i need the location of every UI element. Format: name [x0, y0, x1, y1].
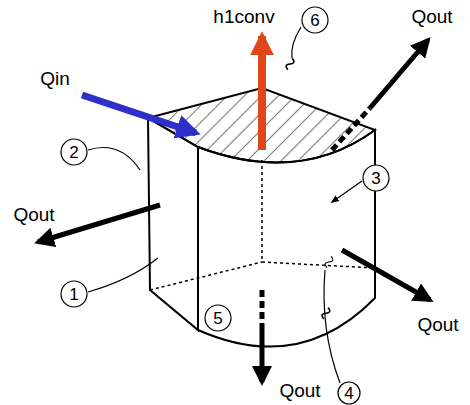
flux-label: h1conv [213, 7, 274, 26]
surface-mark [285, 57, 295, 70]
flux-label: Qout [411, 7, 452, 26]
callout-number: 4 [344, 385, 353, 402]
callout-number: 3 [371, 170, 380, 187]
heat-in-arrow [82, 95, 196, 133]
flux-label: Qin [40, 69, 70, 88]
left-face [148, 118, 198, 330]
callout-number: 5 [213, 310, 222, 327]
callout-circles [61, 7, 389, 404]
curved-face [198, 130, 375, 347]
flux-label: Qout [417, 315, 458, 334]
surface-mark [321, 307, 331, 320]
convection-arrow [258, 36, 266, 150]
callout-number: 6 [310, 12, 319, 29]
heat-out-arrows [38, 40, 430, 382]
flux-label: Qout [13, 205, 54, 224]
flux-label: Qout [279, 381, 320, 400]
callout-number: 2 [69, 144, 78, 161]
callout-number: 1 [69, 286, 78, 303]
leader-lines [88, 27, 362, 383]
